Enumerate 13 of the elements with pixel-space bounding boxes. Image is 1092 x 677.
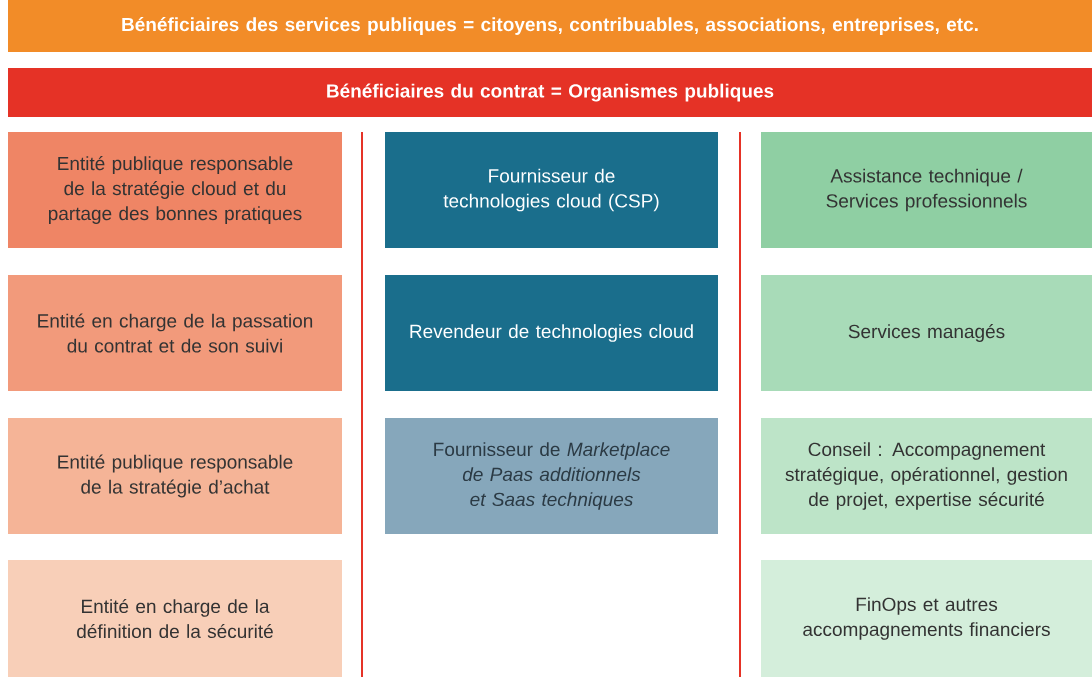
role-box: Assistance technique / Services professionnels — [761, 132, 1092, 248]
role-box: Fournisseur de technologies cloud (CSP) — [385, 132, 718, 248]
role-box: Entité en charge de la définition de la sécurité — [8, 560, 342, 677]
role-box: Revendeur de technologies cloud — [385, 275, 718, 391]
role-box: Entité publique responsable de la stratégie cloud et du partage des bonnes pratiques — [8, 132, 342, 248]
role-box: FinOps et autres accompagnements financiers — [761, 560, 1092, 677]
role-box: Entité publique responsable de la stratégie d’achat — [8, 418, 342, 534]
role-box: Entité en charge de la passation du contrat et de son suivi — [8, 275, 342, 391]
role-box: Fournisseur de Marketplace de Paas additionnels et Saas techniques — [385, 418, 718, 534]
header-banner: Bénéficiaires des services publiques = citoyens, contribuables, associations, entreprises, etc. — [8, 0, 1092, 52]
role-box: Conseil : Accompagnement stratégique, opérationnel, gestion de projet, expertise sécurité — [761, 418, 1092, 534]
header-banner: Bénéficiaires du contrat = Organismes publiques — [8, 68, 1092, 117]
role-box: Services managés — [761, 275, 1092, 391]
